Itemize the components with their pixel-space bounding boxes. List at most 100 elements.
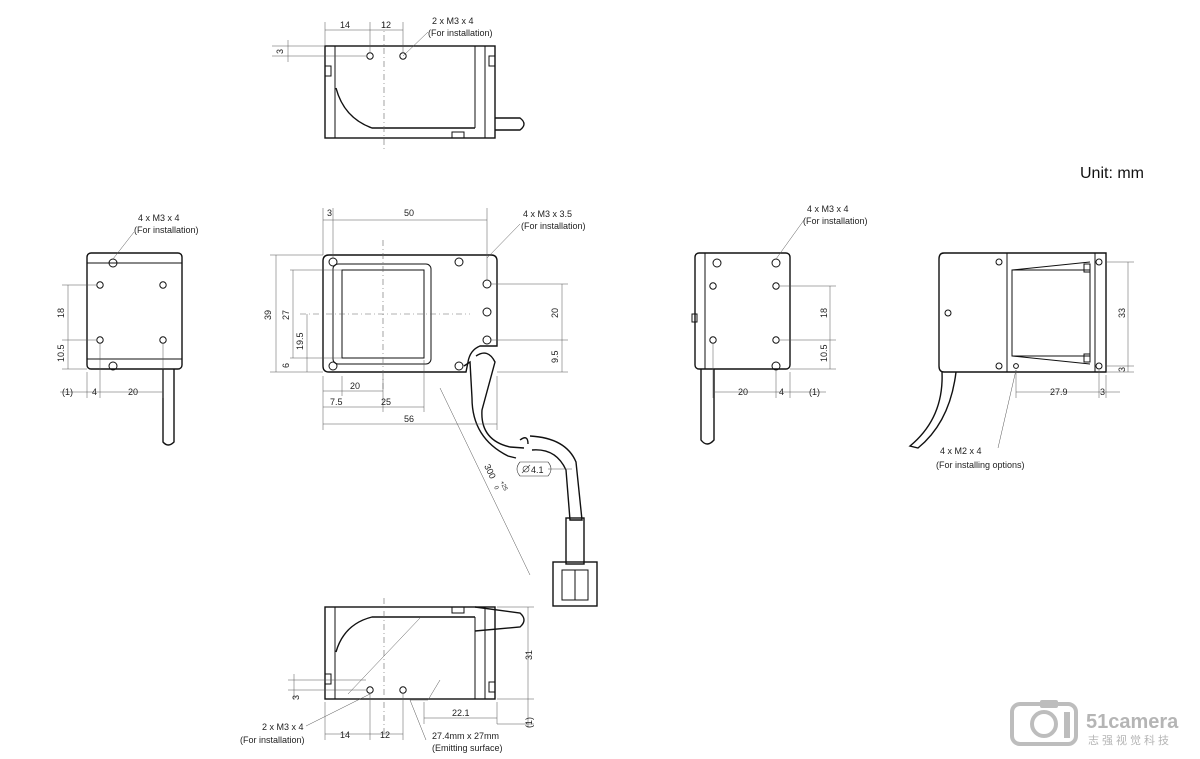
rear-view-option-hole <box>1013 363 1019 369</box>
front-view-connector <box>552 561 598 607</box>
top-view-dim-14: 14 <box>340 20 350 30</box>
front-view-dim-9-5: 9.5 <box>550 350 560 363</box>
right-side-view-dim-20: 20 <box>738 387 748 397</box>
watermark-logo-icon <box>1010 700 1078 746</box>
rear-view-hole <box>1095 258 1103 266</box>
rear-view-screw <box>944 309 952 317</box>
front-view-dim-25: 25 <box>381 397 391 407</box>
bottom-view-callout-note: (For installation) <box>240 735 305 745</box>
bottom-view: 31 3 14 12 22.1 (1) 2 x M3 x 4 (For inst… <box>240 598 534 753</box>
left-side-view-dim-18: 18 <box>56 308 66 318</box>
right-side-view-hole <box>771 258 781 268</box>
left-side-view-hole <box>96 336 104 344</box>
bottom-view-dim-22-1: 22.1 <box>452 708 470 718</box>
top-view-hole <box>366 52 374 60</box>
right-side-view-hole <box>772 282 780 290</box>
left-side-view: 18 10.5 (1) 4 20 4 x M3 x 4 (For install… <box>56 213 199 446</box>
top-view-callout-note: (For installation) <box>428 28 493 38</box>
rear-view-dim-3-right: 3 <box>1117 367 1127 372</box>
front-view-cable <box>475 352 525 449</box>
front-view-cable-length: 300 <box>482 462 498 480</box>
front-view-dim-7-5: 7.5 <box>330 397 343 407</box>
top-view-cable-stub <box>495 117 525 131</box>
front-view-dim-19-5: 19.5 <box>295 332 305 350</box>
left-side-view-hole <box>108 361 118 371</box>
front-view-cable-tol-plus: +25 <box>498 480 508 492</box>
front-view-hole <box>482 307 492 317</box>
right-side-view-callout-note: (For installation) <box>803 216 868 226</box>
front-view-dim-6: 6 <box>281 363 291 368</box>
bottom-view-hole <box>366 686 374 694</box>
bottom-view-surface-note: (Emitting surface) <box>432 743 503 753</box>
bottom-view-dim-12: 12 <box>380 730 390 740</box>
front-view-cable-sleeve <box>565 517 585 565</box>
rear-view-dim-33: 33 <box>1117 308 1127 318</box>
left-side-view-dim-20: 20 <box>128 387 138 397</box>
bottom-view-hole <box>399 686 407 694</box>
front-view-callout-note: (For installation) <box>521 221 586 231</box>
right-side-view-hole <box>709 282 717 290</box>
rear-view-hole <box>995 362 1003 370</box>
front-view-dim-20-right: 20 <box>550 308 560 318</box>
rear-view-body <box>938 252 1107 373</box>
diameter-icon <box>522 465 530 473</box>
left-side-view-callout-spec: 4 x M3 x 4 <box>138 213 180 223</box>
right-side-view-dim-10-5: 10.5 <box>819 344 829 362</box>
front-view-dim-50: 50 <box>404 208 414 218</box>
watermark-brand: 51camera <box>1086 711 1179 733</box>
rear-view-callout-spec: 4 x M2 x 4 <box>940 446 982 456</box>
left-side-view-dim-4: 4 <box>92 387 97 397</box>
front-view-callout-spec: 4 x M3 x 3.5 <box>523 209 572 219</box>
front-view-dim-27: 27 <box>281 310 291 320</box>
front-view-dim-20-bottom: 20 <box>350 381 360 391</box>
top-view-callout-spec: 2 x M3 x 4 <box>432 16 474 26</box>
rear-view-window <box>1011 269 1091 357</box>
right-side-view-body <box>694 252 791 370</box>
front-view-dim-39: 39 <box>263 310 273 320</box>
front-view-hole <box>482 279 492 289</box>
left-side-view-cable <box>162 369 175 446</box>
front-view-dim-3: 3 <box>327 208 332 218</box>
right-side-view-cable <box>700 369 715 445</box>
cable-diameter-bubble <box>516 461 552 477</box>
front-view-cable-diameter: 4.1 <box>531 465 544 475</box>
front-view-hole <box>454 257 464 267</box>
left-side-view-dim-1: (1) <box>62 387 73 397</box>
right-side-view-callout-spec: 4 x M3 x 4 <box>807 204 849 214</box>
rear-view-hole <box>995 258 1003 266</box>
bottom-view-dim-14: 14 <box>340 730 350 740</box>
bottom-view-cable-stub <box>474 606 525 632</box>
left-side-view-body <box>86 252 183 370</box>
left-side-view-hole <box>96 281 104 289</box>
rear-view-hole <box>1095 362 1103 370</box>
rear-view-dim-3-bottom: 3 <box>1100 387 1105 397</box>
right-side-view-hole <box>772 336 780 344</box>
top-view-body <box>324 45 496 139</box>
rear-view-cable <box>908 371 957 449</box>
left-side-view-dim-10-5: 10.5 <box>56 344 66 362</box>
front-view-hole <box>454 361 464 371</box>
rear-view-dim-27-9: 27.9 <box>1050 387 1068 397</box>
right-side-view-hole <box>709 336 717 344</box>
right-side-view: 18 10.5 20 4 (1) 4 x M3 x 4 (For install… <box>691 204 868 445</box>
watermark: 51camera 志强视觉科技 <box>1010 700 1179 747</box>
bottom-view-dim-3: 3 <box>291 695 301 700</box>
top-view-dim-12: 12 <box>381 20 391 30</box>
left-side-view-hole <box>159 336 167 344</box>
front-view-cable-tol-minus: 0 <box>492 485 499 491</box>
top-view-hole <box>399 52 407 60</box>
front-view-body <box>322 254 498 373</box>
front-view-hole <box>328 361 338 371</box>
bottom-view-body <box>324 606 496 700</box>
front-view-hole <box>328 257 338 267</box>
front-view-dim-56: 56 <box>404 414 414 424</box>
bottom-view-surface-spec: 27.4mm x 27mm <box>432 731 499 741</box>
right-side-view-dim-18: 18 <box>819 308 829 318</box>
bottom-view-dim-31: 31 <box>524 650 534 660</box>
right-side-view-dim-1: (1) <box>809 387 820 397</box>
watermark-subtitle: 志强视觉科技 <box>1088 733 1172 747</box>
rear-view: 33 3 27.9 3 4 x M2 x 4 (For installing o… <box>908 252 1134 470</box>
front-view: 3 50 39 27 19.5 6 20 9.5 20 7.5 25 56 4 … <box>263 208 598 607</box>
